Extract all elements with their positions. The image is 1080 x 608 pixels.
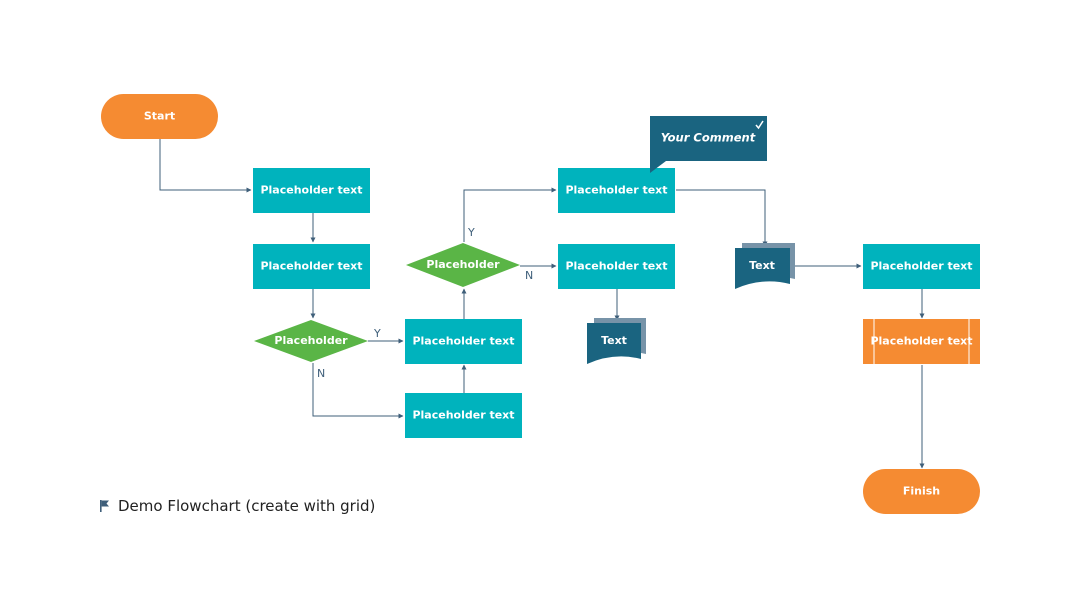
predefined-process-node[interactable]: Placeholder text [863,319,980,364]
d1-no-label: N [317,367,325,380]
start-label: Start [144,110,175,123]
edge-d1-to-p4 [312,363,404,419]
d2-no-label: N [525,269,533,282]
process-node-1[interactable]: Placeholder text [253,168,370,213]
edge-p5-to-doc2 [676,189,768,247]
comment-callout[interactable]: Your Comment [650,116,767,173]
finish-label: Finish [903,485,940,498]
document-node-2[interactable]: Text [735,243,795,289]
predefined-process-node-label: Placeholder text [870,335,972,348]
flag-icon [100,500,109,512]
document-node-2-label: Text [749,259,775,272]
comment-text: Your Comment [661,131,756,145]
edge-start-to-p1 [159,139,252,193]
document-node-1-label: Text [601,334,627,347]
finish-node[interactable]: Finish [863,469,980,514]
start-node[interactable]: Start [101,94,218,139]
process-node-2-label: Placeholder text [260,260,362,273]
process-node-2[interactable]: Placeholder text [253,244,370,289]
decision-node-2-label: Placeholder [426,258,500,271]
process-node-4-label: Placeholder text [412,409,514,422]
document-node-1[interactable]: Text [587,318,646,364]
process-node-3-label: Placeholder text [412,335,514,348]
decision-node-1[interactable]: Placeholder [254,320,368,362]
diagram-title: Demo Flowchart (create with grid) [118,497,376,515]
process-node-7-label: Placeholder text [870,260,972,273]
edge-d2-to-p5 [463,187,557,242]
d2-yes-label: Y [467,226,475,239]
process-node-6[interactable]: Placeholder text [558,244,675,289]
process-node-4[interactable]: Placeholder text [405,393,522,438]
decision-node-1-label: Placeholder [274,334,348,347]
diagram-footer: Demo Flowchart (create with grid) [98,497,375,515]
process-node-1-label: Placeholder text [260,184,362,197]
process-node-5[interactable]: Placeholder text [558,168,675,213]
decision-node-2[interactable]: Placeholder [406,243,520,287]
process-node-7[interactable]: Placeholder text [863,244,980,289]
process-node-3[interactable]: Placeholder text [405,319,522,364]
process-node-6-label: Placeholder text [565,260,667,273]
connectors [159,139,925,469]
process-node-5-label: Placeholder text [565,184,667,197]
checkmark-icon [755,120,764,130]
d1-yes-label: Y [373,327,381,340]
